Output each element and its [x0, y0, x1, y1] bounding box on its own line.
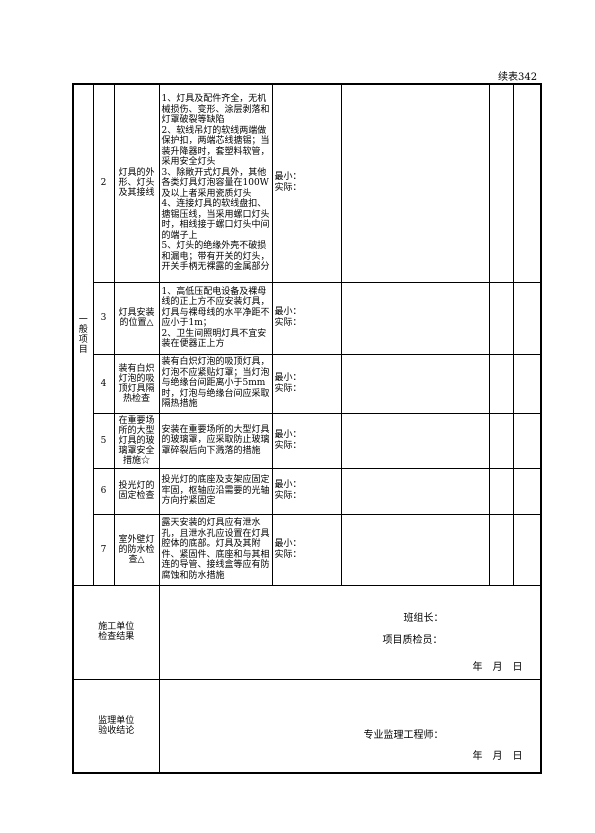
- actual-label: 实际：: [274, 183, 302, 194]
- measured-value-cell: 最小：实际：: [271, 353, 342, 414]
- measured-value-cell: 最小：实际：: [271, 467, 342, 515]
- table-row: 4 装有白炽灯泡的吸顶灯具隔热检查 装有白炽灯泡的吸顶灯具，灯泡不应紧贴灯罩；当…: [73, 353, 542, 414]
- item-name: 装有白炽灯泡的吸顶灯具隔热检查: [113, 353, 160, 414]
- mark-cell: [488, 281, 514, 355]
- table-row: 3 灯具安装的位置△ 1、高低压配电设备及裸母线的正上方不应安装灯具，灯具与裸母…: [73, 281, 542, 355]
- supervising-engineer-label: 专业监理工程师：: [363, 729, 444, 741]
- requirement-text: 安装在重要场所的大型灯具的玻璃罩，应采取防止玻璃罩碎裂后向下溅落的措施: [158, 412, 273, 469]
- measured-value-cell: 最小：实际：: [271, 281, 342, 355]
- supervision-date-label: 年 月 日: [472, 750, 523, 762]
- supervision-section: 监理单位 验收结论 专业监理工程师： 年 月 日: [72, 678, 542, 774]
- supervision-sign-cell: 专业监理工程师： 年 月 日: [158, 678, 542, 774]
- table-row: 5 在重要场所的大型灯具的玻璃罩安全措施☆ 安装在重要场所的大型灯具的玻璃罩，应…: [73, 412, 542, 469]
- min-label: 最小：: [274, 429, 302, 440]
- min-label: 最小：: [274, 307, 302, 317]
- actual-label: 实际：: [274, 318, 302, 328]
- mark-cell: [488, 467, 514, 515]
- result-cell: [340, 281, 490, 355]
- row-number: 3: [92, 281, 115, 355]
- item-name: 在重要场所的大型灯具的玻璃罩安全措施☆: [113, 412, 160, 469]
- min-label: 最小：: [274, 538, 302, 549]
- remark-cell: [512, 412, 542, 469]
- mark-cell: [488, 353, 514, 414]
- row-number: 6: [92, 467, 115, 515]
- inspection-form-table: 一般项目 2 灯具的外形、灯头及其接线 1、灯具及配件齐全，无机械损伤、变形、涂…: [72, 83, 542, 774]
- requirement-text: 投光灯的底座及支架应固定牢固，枢轴应沿需要的光轴方向拧紧固定: [158, 467, 273, 515]
- item-name: 灯具安装的位置△: [113, 281, 160, 355]
- item-name: 灯具的外形、灯头及其接线: [113, 83, 160, 283]
- remark-cell: [512, 513, 542, 586]
- construction-date-label: 年 月 日: [472, 661, 523, 673]
- requirement-text: 1、灯具及配件齐全，无机械损伤、变形、涂层剥落和灯罩破裂等缺陷 2、软线吊灯的软…: [158, 83, 273, 283]
- construction-title-cell: 施工单位 检查结果: [72, 584, 160, 680]
- table-row: 6 投光灯的固定检查 投光灯的底座及支架应固定牢固，枢轴应沿需要的光轴方向拧紧固…: [73, 467, 542, 515]
- result-cell: [340, 412, 490, 469]
- remark-cell: [512, 353, 542, 414]
- item-name: 室外壁灯的防水检查△: [113, 513, 160, 586]
- result-cell: [340, 513, 490, 586]
- quality-inspector-label: 项目质检员：: [382, 634, 443, 646]
- page-label: 续表342: [498, 72, 538, 83]
- mark-cell: [488, 412, 514, 469]
- supervision-title: 监理单位 验收结论: [98, 715, 135, 736]
- measured-value-cell: 最小：实际：: [271, 83, 342, 283]
- table-row: 7 室外壁灯的防水检查△ 露天安装的灯具应有泄水孔，且泄水孔应设置在灯具腔体的底…: [73, 513, 542, 586]
- row-number: 2: [92, 83, 115, 283]
- team-leader-label: 班组长：: [403, 612, 444, 624]
- remark-cell: [512, 281, 542, 355]
- row-number: 7: [92, 513, 115, 586]
- result-cell: [340, 467, 490, 515]
- mark-cell: [488, 513, 514, 586]
- actual-label: 实际：: [274, 491, 302, 501]
- min-label: 最小：: [274, 480, 302, 490]
- row-number: 5: [92, 412, 115, 469]
- remark-cell: [512, 467, 542, 515]
- measured-value-cell: 最小：实际：: [271, 412, 342, 469]
- actual-label: 实际：: [274, 549, 302, 560]
- result-cell: [340, 353, 490, 414]
- requirement-text: 露天安装的灯具应有泄水孔，且泄水孔应设置在灯具腔体的底部。灯具及其附件、紧固件、…: [158, 513, 273, 586]
- min-label: 最小：: [274, 172, 302, 183]
- requirement-text: 装有白炽灯泡的吸顶灯具，灯泡不应紧贴灯罩；当灯泡与绝缘台间距离小于5mm时，灯泡…: [158, 353, 273, 414]
- actual-label: 实际：: [274, 440, 302, 451]
- row-number: 4: [92, 353, 115, 414]
- item-name: 投光灯的固定检查: [113, 467, 160, 515]
- construction-sign-cell: 班组长： 项目质检员： 年 月 日: [158, 584, 542, 680]
- category-cell: 一般项目: [72, 83, 94, 586]
- table-row: 一般项目 2 灯具的外形、灯头及其接线 1、灯具及配件齐全，无机械损伤、变形、涂…: [72, 83, 542, 586]
- mark-cell: [488, 83, 514, 283]
- construction-section: 施工单位 检查结果 班组长： 项目质检员： 年 月 日: [72, 584, 542, 680]
- requirement-text: 1、高低压配电设备及裸母线的正上方不应安装灯具，灯具与裸母线的水平净距不应小于1…: [158, 281, 273, 355]
- remark-cell: [512, 83, 542, 283]
- supervision-title-cell: 监理单位 验收结论: [72, 678, 160, 774]
- result-cell: [340, 83, 490, 283]
- category-label: 一般项目: [78, 314, 88, 355]
- actual-label: 实际：: [274, 383, 302, 394]
- measured-value-cell: 最小：实际：: [271, 513, 342, 586]
- construction-title: 施工单位 检查结果: [98, 622, 135, 642]
- min-label: 最小：: [274, 372, 302, 383]
